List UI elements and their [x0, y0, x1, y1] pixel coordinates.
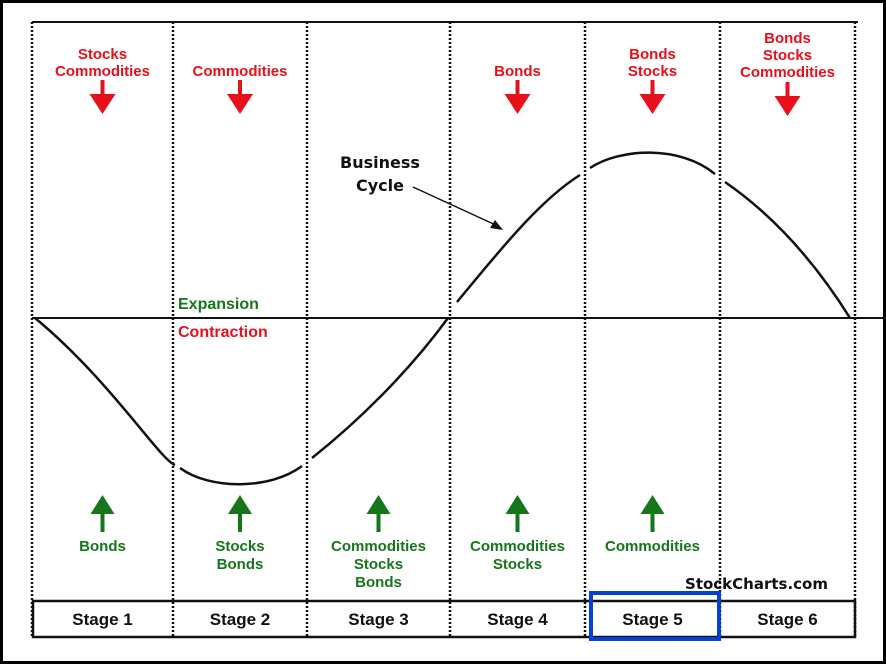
business-cycle-diagram: Business Cycle Expansion Contraction Sto…	[3, 3, 886, 661]
rising-asset-label: Stocks	[215, 538, 264, 555]
pointer-arrowhead-icon	[490, 220, 503, 230]
stage-label-2[interactable]: Stage 2	[210, 610, 270, 629]
up-arrowhead-icon	[640, 495, 665, 514]
rising-asset-label: Bonds	[355, 574, 402, 591]
down-arrowhead-icon	[504, 94, 531, 114]
rising-asset-label: Bonds	[79, 538, 126, 555]
falling-asset-label: Commodities	[740, 64, 835, 81]
watermark-stockcharts: StockCharts.com	[685, 575, 828, 593]
up-arrowhead-icon	[90, 495, 115, 514]
down-arrowhead-icon	[227, 94, 253, 114]
falling-asset-label: Commodities	[55, 63, 150, 80]
down-arrowhead-icon	[89, 94, 116, 114]
up-arrowhead-icon	[505, 495, 530, 514]
falling-asset-label: Bonds	[494, 63, 541, 80]
falling-asset-label: Bonds	[629, 46, 676, 63]
stage-5-highlight	[589, 591, 721, 641]
stage-bar	[31, 599, 857, 639]
falling-asset-label: Stocks	[628, 63, 677, 80]
rising-asset-label: Commodities	[331, 538, 426, 555]
label-cycle: Cycle	[356, 176, 404, 195]
business-cycle-curve	[34, 151, 852, 486]
rising-asset-label: Commodities	[605, 538, 700, 555]
stage-label-1[interactable]: Stage 1	[72, 610, 132, 629]
label-business: Business	[340, 153, 420, 172]
label-contraction: Contraction	[178, 324, 268, 341]
down-arrowhead-icon	[639, 94, 666, 114]
down-arrowhead-icon	[774, 96, 801, 116]
rising-asset-label: Stocks	[354, 556, 403, 573]
stage-label-6[interactable]: Stage 6	[757, 610, 817, 629]
stage-label-3[interactable]: Stage 3	[348, 610, 408, 629]
rising-asset-label: Commodities	[470, 538, 565, 555]
stage-label-4[interactable]: Stage 4	[487, 610, 548, 629]
up-arrowhead-icon	[366, 495, 391, 514]
stage-label-5[interactable]: Stage 5	[622, 610, 682, 629]
up-arrowhead-icon	[228, 495, 252, 514]
diagram-svg: Business Cycle Expansion Contraction Sto…	[30, 21, 886, 641]
falling-asset-label: Stocks	[78, 46, 127, 63]
falling-asset-label: Bonds	[764, 30, 811, 47]
pointer-line	[412, 186, 501, 228]
falling-asset-label: Stocks	[763, 47, 812, 64]
rising-asset-label: Bonds	[217, 556, 264, 573]
label-expansion: Expansion	[178, 296, 259, 313]
rising-asset-label: Stocks	[493, 556, 542, 573]
falling-asset-label: Commodities	[192, 63, 287, 80]
